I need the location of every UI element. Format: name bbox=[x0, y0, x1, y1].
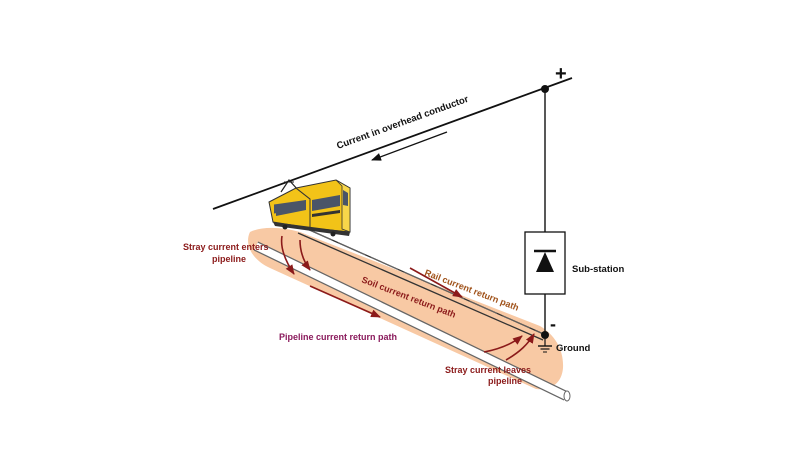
pipeline-current-label: Pipeline current return path bbox=[279, 332, 397, 342]
positive-terminal bbox=[541, 85, 549, 93]
plus-label: + bbox=[555, 63, 567, 85]
negative-terminal bbox=[541, 331, 549, 339]
overhead-conductor bbox=[212, 77, 573, 210]
tram bbox=[268, 179, 351, 237]
soil-region bbox=[248, 227, 564, 390]
diode-icon bbox=[536, 252, 554, 272]
stray-leaves-label-line2: pipeline bbox=[488, 376, 522, 386]
stray-leaves-label-line1: Stray current leaves bbox=[445, 365, 531, 375]
stray-current-arrows bbox=[280, 235, 535, 361]
rail-track bbox=[297, 227, 549, 341]
minus-label: - bbox=[550, 314, 556, 334]
overhead-current-arrow bbox=[371, 131, 448, 161]
ground-label: Ground bbox=[556, 343, 590, 354]
substation-box bbox=[524, 231, 566, 295]
stray-enters-label-line2: pipeline bbox=[212, 254, 246, 264]
stray-enters-label-line1: Stray current enters bbox=[183, 242, 269, 252]
ground-symbol-icon bbox=[538, 339, 552, 353]
pipeline bbox=[253, 241, 571, 402]
substation-label: Sub-station bbox=[572, 264, 624, 275]
